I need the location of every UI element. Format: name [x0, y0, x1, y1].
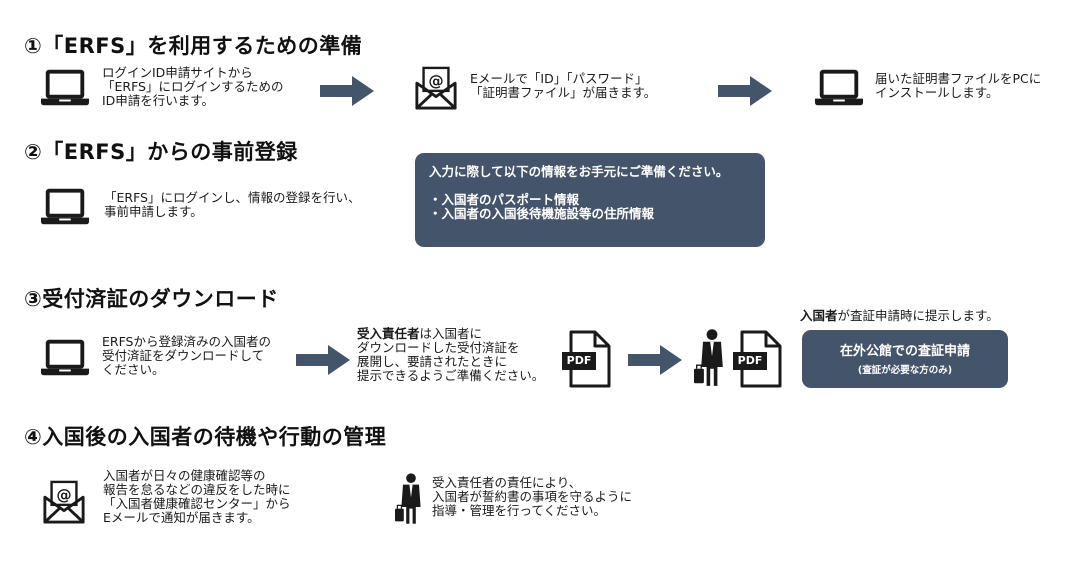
arrow-icon [628, 345, 682, 375]
pdf-file-icon: PDF [561, 330, 611, 388]
pdf-file-icon: PDF [732, 330, 782, 388]
section2-step-text: 「ERFS」にログインし、情報の登録を行い、 事前申請します。 [104, 190, 361, 219]
laptop-icon [40, 187, 90, 227]
section4-heading: ④入国後の入国者の待機や行動の管理 [24, 425, 387, 449]
section3-heading: ③受付済証のダウンロード [24, 287, 279, 311]
entrant-label: 入国者 [800, 308, 838, 323]
arrow-icon [718, 76, 772, 106]
responsible-person-label: 受入責任者 [357, 326, 420, 341]
visa-application-title: 在外公館での査証申請 [839, 344, 970, 359]
section3-step2-body: は入国者に ダウンロードした受付済証を 展開し、要請されたときに 提示できるよう… [357, 326, 545, 383]
arrow-icon [320, 76, 374, 106]
arrow-icon [296, 345, 350, 375]
laptop-icon [40, 338, 90, 378]
traveler-icon [694, 328, 730, 388]
visa-note-body: が査証申請時に提示します。 [837, 308, 999, 323]
section1-step2-text: Eメールで「ID」「パスワード」 「証明書ファイル」が届きます。 [470, 71, 657, 100]
section2-heading: ②「ERFS」からの事前登録 [24, 140, 298, 164]
section4-step2-text: 受入責任者の責任により、 入国者が誓約書の事項を守るように 指導・管理を行ってく… [432, 475, 633, 518]
pdf-label: PDF [737, 354, 763, 367]
section1-step3-text: 届いた証明書ファイルをPCに インストールします。 [875, 71, 1042, 100]
visa-application-subtitle: (査証が必要な方のみ) [857, 365, 953, 376]
traveler-icon [395, 472, 427, 526]
section3-step2-text: 受入責任者は入国者に ダウンロードした受付済証を 展開し、要請されたときに 提示… [357, 327, 544, 383]
laptop-icon [814, 68, 864, 108]
email-icon [414, 64, 458, 112]
visa-application-badge: 在外公館での査証申請 (査証が必要な方のみ) [802, 330, 1008, 388]
section1-heading: ①「ERFS」を利用するための準備 [24, 34, 363, 58]
info-box: 入力に際して以下の情報をお手元にご準備ください。 ・入国者のパスポート情報 ・入… [415, 153, 765, 247]
section4-step1-text: 入国者が日々の健康確認等の 報告を怠るなどの違反をした時に 「入国者健康確認セン… [103, 468, 291, 525]
visa-note: 入国者が査証申請時に提示します。 [800, 309, 999, 323]
section1-step1-text: ログインID申請サイトから 「ERFS」にログインするための ID申請を行います… [102, 65, 284, 108]
email-icon [42, 478, 86, 526]
pdf-label: PDF [566, 354, 592, 367]
laptop-icon [40, 68, 90, 108]
section3-step1-text: ERFSから登録済みの入国者の 受付済証をダウンロードして ください。 [102, 334, 271, 377]
